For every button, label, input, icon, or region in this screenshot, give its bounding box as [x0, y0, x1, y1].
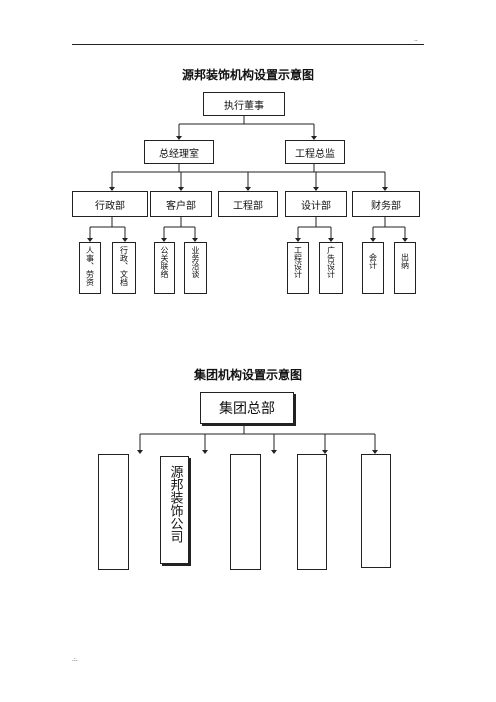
node-sub-hr-payroll: 人事、劳资	[79, 242, 101, 294]
node-dept-design: 设计部	[285, 191, 347, 217]
chart1-title: 源邦装饰机构设置示意图	[181, 68, 314, 82]
node-branch-1	[98, 454, 129, 570]
header-rule	[72, 44, 424, 45]
node-general-manager-office: 总经理室	[144, 140, 214, 164]
node-sub-admin-docs: 行政、文档	[112, 242, 136, 294]
node-branch-yuanbang-decoration: 源邦装饰公司	[160, 456, 189, 564]
node-branch-4	[297, 454, 327, 570]
node-executive-director: 执行董事	[203, 92, 285, 116]
header-dots: ..	[414, 36, 418, 43]
chart2-title: 集团机构设置示意图	[193, 368, 302, 382]
node-sub-accounting: 会计	[362, 242, 384, 294]
node-dept-admin: 行政部	[72, 191, 148, 217]
node-dept-engineering: 工程部	[218, 191, 278, 217]
node-sub-advertising-design: 广告设计	[319, 242, 343, 294]
node-chief-engineer: 工程总监	[285, 140, 345, 164]
node-branch-3	[230, 454, 261, 570]
node-sub-cashier: 出纳	[394, 242, 416, 294]
node-sub-engineering-design: 工程设计	[287, 242, 309, 294]
node-group-headquarters: 集团总部	[200, 392, 294, 424]
node-dept-finance: 财务部	[352, 191, 420, 217]
node-sub-pr-liaison: 公关联络	[154, 242, 175, 294]
node-dept-client: 客户部	[150, 191, 212, 217]
footer-dots: .:.	[72, 656, 78, 663]
node-branch-5	[361, 454, 391, 568]
node-sub-business-negotiation: 业务洽谈	[184, 242, 207, 294]
